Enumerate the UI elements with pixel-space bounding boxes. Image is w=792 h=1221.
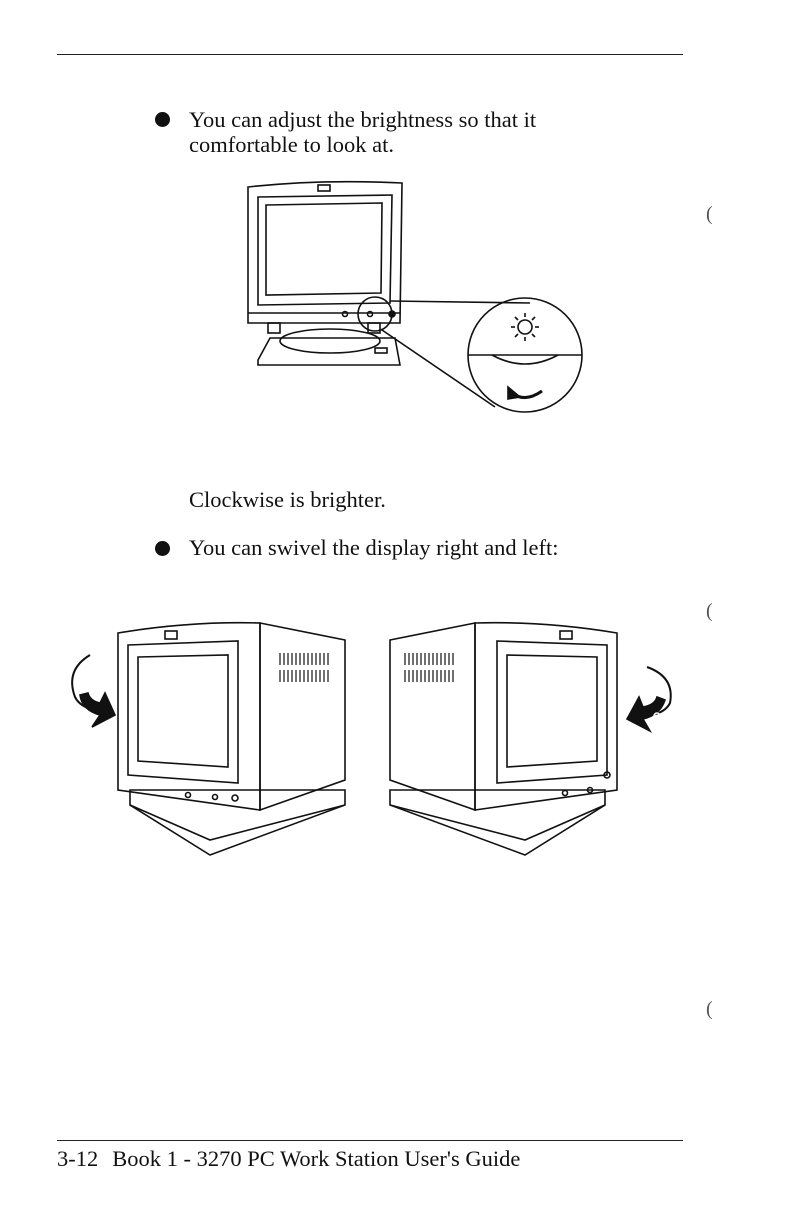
book-title: Book 1 - 3270 PC Work Station User's Gui…: [112, 1146, 520, 1171]
margin-mark: (: [706, 203, 713, 226]
monitor-screen: [507, 655, 597, 767]
swivel-left-arrow-icon: [72, 655, 115, 727]
bullet-dot: [155, 541, 170, 556]
monitor-screen: [138, 655, 228, 767]
margin-mark: (: [706, 998, 713, 1021]
monitor-screen: [266, 203, 382, 295]
page-footer: 3-12 Book 1 - 3270 PC Work Station User's…: [57, 1146, 520, 1172]
page-number: 3-12: [57, 1146, 98, 1171]
header-rule: [57, 54, 683, 55]
figure-caption: Clockwise is brighter.: [189, 487, 386, 512]
bullet-text-line: You can swivel the display right and lef…: [189, 535, 559, 560]
monitor-base: [258, 338, 400, 365]
swivel-left-figure: [60, 615, 370, 860]
brightness-figure: [240, 175, 600, 425]
sun-brightness-icon: [511, 313, 539, 341]
swivel-right-figure: [385, 615, 695, 860]
bullet-text-line: comfortable to look at.: [189, 132, 394, 157]
footer-rule: [57, 1140, 683, 1141]
bullet-dot: [155, 112, 170, 127]
swivel-right-arrow-icon: [627, 667, 671, 731]
bullet-text-line: You can adjust the brightness so that it: [189, 107, 536, 132]
margin-mark: (: [706, 600, 713, 623]
swivel-base: [390, 790, 605, 855]
clockwise-arrow-icon: [508, 387, 542, 399]
